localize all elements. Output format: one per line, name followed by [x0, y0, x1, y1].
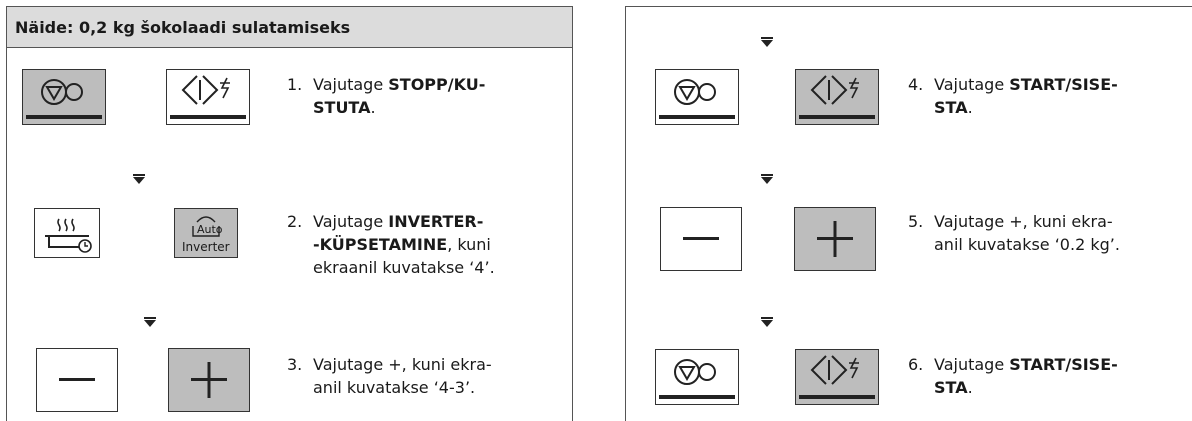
minus-icon [683, 237, 719, 240]
plus-button[interactable] [794, 207, 876, 271]
start-icon [799, 355, 875, 399]
inverter-cooking-icon [45, 218, 92, 253]
plus-button[interactable] [168, 348, 250, 412]
panel-title: Näide: 0,2 kg šokolaadi sulatamiseks [15, 18, 351, 37]
auto-label: Auto [197, 223, 223, 236]
stop-button[interactable] [655, 69, 739, 125]
stop-icon [26, 79, 102, 119]
stop-icon [659, 79, 735, 119]
start-icon [170, 75, 246, 119]
stop-button[interactable] [655, 349, 739, 405]
inverter-label: Inverter [182, 240, 230, 254]
auto-inverter-button[interactable]: Auto Inverter [174, 208, 238, 258]
down-arrow-icon [133, 174, 145, 184]
minus-icon [59, 378, 95, 381]
left-panel: Näide: 0,2 kg šokolaadi sulatamiseks [6, 6, 573, 421]
start-button[interactable] [795, 69, 879, 125]
auto-inverter-icon [192, 216, 220, 237]
start-button[interactable] [795, 349, 879, 405]
panel-header: Näide: 0,2 kg šokolaadi sulatamiseks [7, 7, 572, 48]
down-arrow-icon [761, 37, 773, 47]
start-icon [799, 75, 875, 119]
right-panel [625, 6, 1192, 421]
stop-button[interactable] [22, 69, 106, 125]
down-arrow-icon [761, 174, 773, 184]
stop-icon [659, 359, 735, 399]
start-button[interactable] [166, 69, 250, 125]
minus-button[interactable] [660, 207, 742, 271]
down-arrow-icon [144, 317, 156, 327]
down-arrow-icon [761, 317, 773, 327]
minus-button[interactable] [36, 348, 118, 412]
plus-icon [817, 221, 853, 257]
plus-icon [191, 362, 227, 398]
inverter-cooking-button[interactable] [34, 208, 100, 258]
